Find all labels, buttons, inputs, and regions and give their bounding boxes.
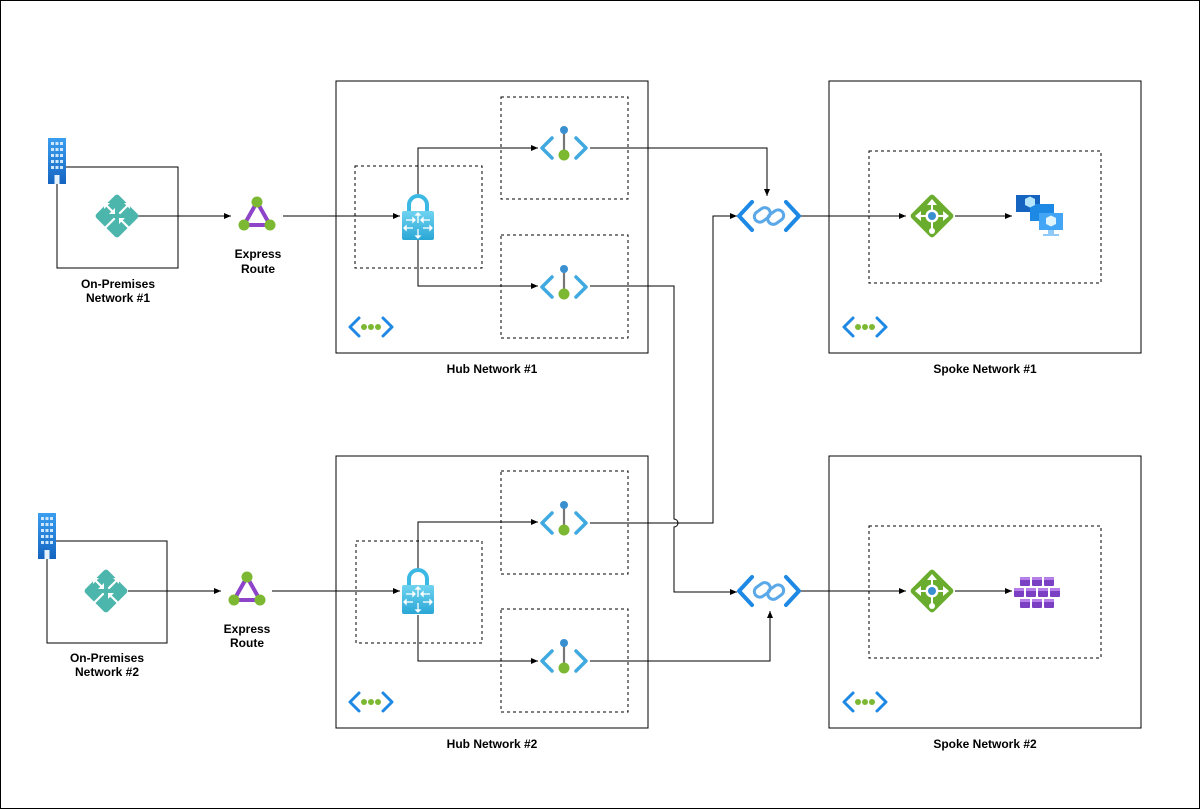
vpn-gateway-lock-icon <box>400 194 436 242</box>
building-icon <box>38 513 56 559</box>
router-icon <box>82 567 130 615</box>
hub2-gateway-subnet <box>355 540 483 644</box>
vnet-peering-icon <box>737 200 801 232</box>
edge-endpoint2a-peering1 <box>590 213 737 524</box>
virtual-machines-icon <box>1016 195 1063 236</box>
virtual-network-icon <box>842 691 888 713</box>
application-gateway-icon <box>908 567 956 615</box>
onprem1-label-line1: On-Premises <box>81 277 155 291</box>
router-icon <box>93 192 141 240</box>
private-endpoint-icon <box>540 124 588 163</box>
virtual-network-icon <box>348 691 394 713</box>
expressroute-icon <box>236 194 278 233</box>
spoke1-subnet <box>868 150 1102 284</box>
spoke2-subnet <box>868 525 1102 659</box>
private-endpoint-icon <box>540 263 588 302</box>
vpn-gateway-lock-icon <box>400 568 436 616</box>
onprem1-box <box>56 166 179 269</box>
hub1-box <box>335 80 649 354</box>
edge-gateway2-endpoint2a <box>417 519 538 571</box>
hub2-box <box>335 455 649 729</box>
virtual-network-icon <box>842 316 888 338</box>
private-endpoint-icon <box>540 499 588 538</box>
kubernetes-icon <box>1014 577 1060 608</box>
virtual-network-icon <box>348 316 394 338</box>
vnet-peering-icon <box>737 575 801 607</box>
onprem2-box <box>46 540 168 644</box>
edge-endpoint1a-peering1 <box>590 147 770 196</box>
hub1-label: Hub Network #1 <box>447 362 538 376</box>
onprem1-label-line2: Network #1 <box>86 291 150 305</box>
spoke1-label: Spoke Network #1 <box>933 362 1037 376</box>
edge-gateway1-endpoint1b <box>417 240 538 289</box>
edge-gateway1-endpoint1a <box>417 145 538 196</box>
spoke1-box <box>828 80 1142 354</box>
hub2-label: Hub Network #2 <box>447 737 538 751</box>
spoke2-box <box>828 455 1142 729</box>
edge-endpoint1b-peering2 <box>590 285 737 595</box>
express1-label-line1: Express <box>235 247 282 261</box>
spoke2-label: Spoke Network #2 <box>933 737 1037 751</box>
onprem2-label-line1: On-Premises <box>70 651 144 665</box>
onprem2-label-line2: Network #2 <box>75 665 139 679</box>
express1-label-line2: Route <box>241 262 275 276</box>
express2-label-line1: Express <box>224 622 271 636</box>
expressroute-icon <box>226 569 268 608</box>
private-endpoint-icon <box>540 637 588 676</box>
building-icon <box>48 138 66 184</box>
edge-gateway2-endpoint2b <box>417 615 538 664</box>
edge-endpoint2b-peering2 <box>590 611 773 662</box>
express2-label-line2: Route <box>230 636 264 650</box>
application-gateway-icon <box>908 192 956 240</box>
